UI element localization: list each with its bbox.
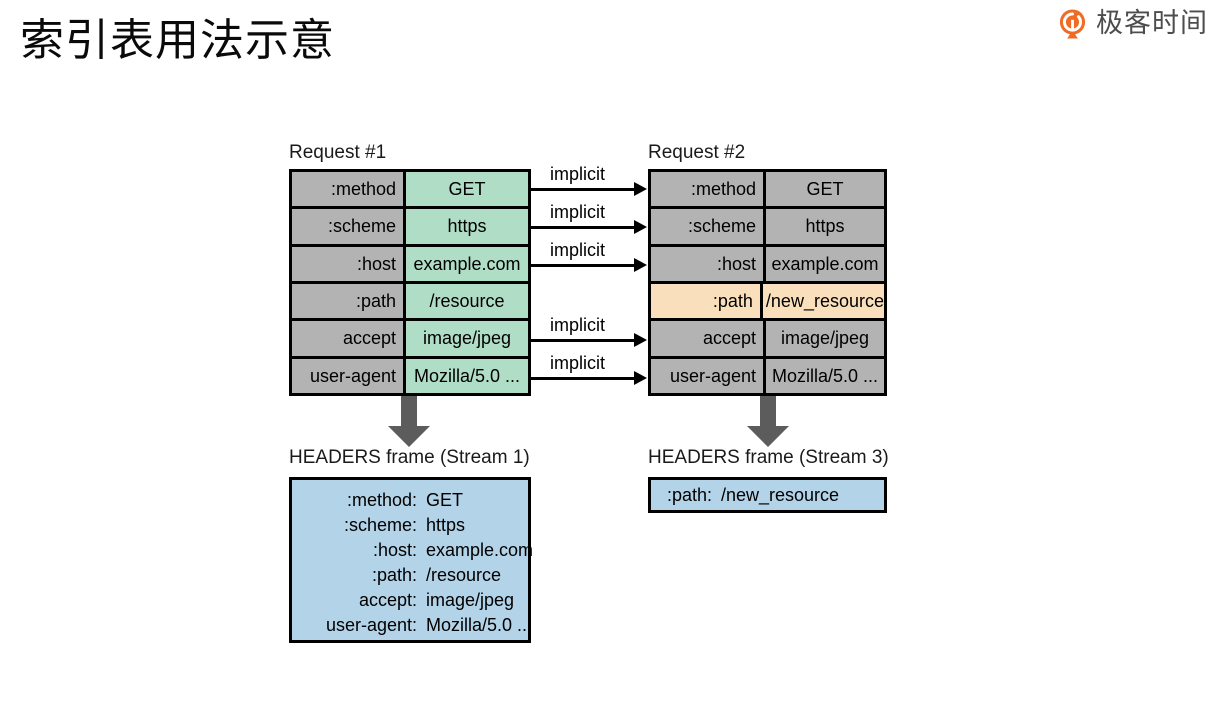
frame-value: Mozilla/5.0 ... (426, 615, 533, 635)
header-key: :scheme (651, 209, 766, 244)
header-key: accept (292, 321, 406, 356)
request-1-table: :method GET :scheme https :host example.… (289, 169, 531, 396)
table-row: user-agent Mozilla/5.0 ... (292, 358, 528, 393)
frame-value: GET (426, 490, 464, 510)
frame-line: :path: /new_resource (664, 483, 839, 508)
implicit-arrow-host (531, 258, 647, 272)
implicit-arrow-user-agent (531, 371, 647, 385)
table-row: :method GET (292, 172, 528, 210)
implicit-label-scheme: implicit (550, 202, 606, 222)
header-value: GET (406, 172, 528, 207)
implicit-arrow-method (531, 182, 647, 196)
frame-value: image/jpeg (426, 590, 515, 610)
header-key: :method (651, 172, 766, 207)
implicit-arrow-accept (531, 333, 647, 347)
header-key: user-agent (292, 358, 406, 393)
table-row: user-agent Mozilla/5.0 ... (651, 358, 884, 393)
caption-request-2: Request #2 (648, 142, 746, 163)
frame-key: accept: (358, 590, 417, 610)
header-value: image/jpeg (406, 321, 528, 356)
request-2-table: :method GET :scheme https :host example.… (648, 169, 887, 396)
header-key: accept (651, 321, 766, 356)
implicit-label-host: implicit (550, 240, 606, 260)
headers-frame-stream-1: :method: GET :scheme: https :host: examp… (289, 477, 533, 643)
header-value: https (766, 209, 884, 244)
header-value: image/jpeg (766, 321, 884, 356)
down-arrow-stream-1-icon (388, 396, 430, 447)
frame-line: user-agent: Mozilla/5.0 ... (300, 613, 532, 638)
frame-line: :path: /resource (300, 563, 518, 588)
frame-line: accept: image/jpeg (300, 588, 518, 613)
implicit-label-accept: implicit (550, 315, 606, 335)
header-value: /new_resource (762, 283, 884, 319)
frame-value: example.com (426, 540, 534, 560)
table-row: accept image/jpeg (651, 321, 884, 359)
frame-line: :scheme: https (300, 513, 518, 538)
header-value: Mozilla/5.0 ... (406, 358, 528, 393)
header-key: user-agent (651, 358, 766, 393)
brand-name: 极客时间 (1096, 8, 1208, 38)
table-row: :method GET (651, 172, 884, 210)
implicit-label-method: implicit (550, 164, 606, 184)
frame-value: /new_resource (721, 484, 840, 505)
header-value: example.com (406, 246, 528, 281)
header-value: GET (766, 172, 884, 207)
header-value: /resource (406, 283, 528, 319)
frame-key: :method: (346, 490, 417, 510)
frame-key: :host: (372, 540, 417, 560)
headers-frame-stream-3: :path: /new_resource (648, 477, 887, 513)
header-key: :path (651, 283, 763, 319)
frame-key: :path: (666, 484, 712, 505)
frame-line: :host: example.com (300, 538, 533, 563)
caption-frame-stream-3: HEADERS frame (Stream 3) (648, 447, 889, 468)
caption-request-1: Request #1 (289, 142, 387, 163)
header-key: :host (292, 246, 406, 281)
table-row: :host example.com (292, 246, 528, 284)
header-key: :scheme (292, 209, 406, 244)
frame-line: :method: GET (300, 488, 518, 513)
header-value: example.com (766, 246, 884, 281)
table-row: accept image/jpeg (292, 321, 528, 359)
table-row: :host example.com (651, 246, 884, 284)
caption-frame-stream-1: HEADERS frame (Stream 1) (289, 447, 530, 468)
down-arrow-stream-3-icon (747, 396, 789, 447)
header-value: https (406, 209, 528, 244)
table-row-changed: :path /new_resource (651, 283, 884, 322)
frame-value: https (426, 515, 466, 535)
page-title: 索引表用法示意 (20, 16, 335, 65)
header-key: :method (292, 172, 406, 207)
header-value: Mozilla/5.0 ... (766, 358, 884, 393)
implicit-label-user-agent: implicit (550, 353, 606, 373)
geektime-logo-icon (1059, 9, 1086, 39)
table-row: :path /resource (292, 283, 528, 322)
frame-key: :scheme: (343, 515, 417, 535)
table-row: :scheme https (292, 209, 528, 247)
header-key: :path (292, 283, 406, 319)
table-row: :scheme https (651, 209, 884, 247)
header-key: :host (651, 246, 766, 281)
frame-value: /resource (426, 565, 502, 585)
implicit-arrow-scheme (531, 220, 647, 234)
brand-logo: 极客时间 (1057, 8, 1208, 39)
frame-key: :path: (371, 565, 417, 585)
frame-key: user-agent: (325, 615, 417, 635)
